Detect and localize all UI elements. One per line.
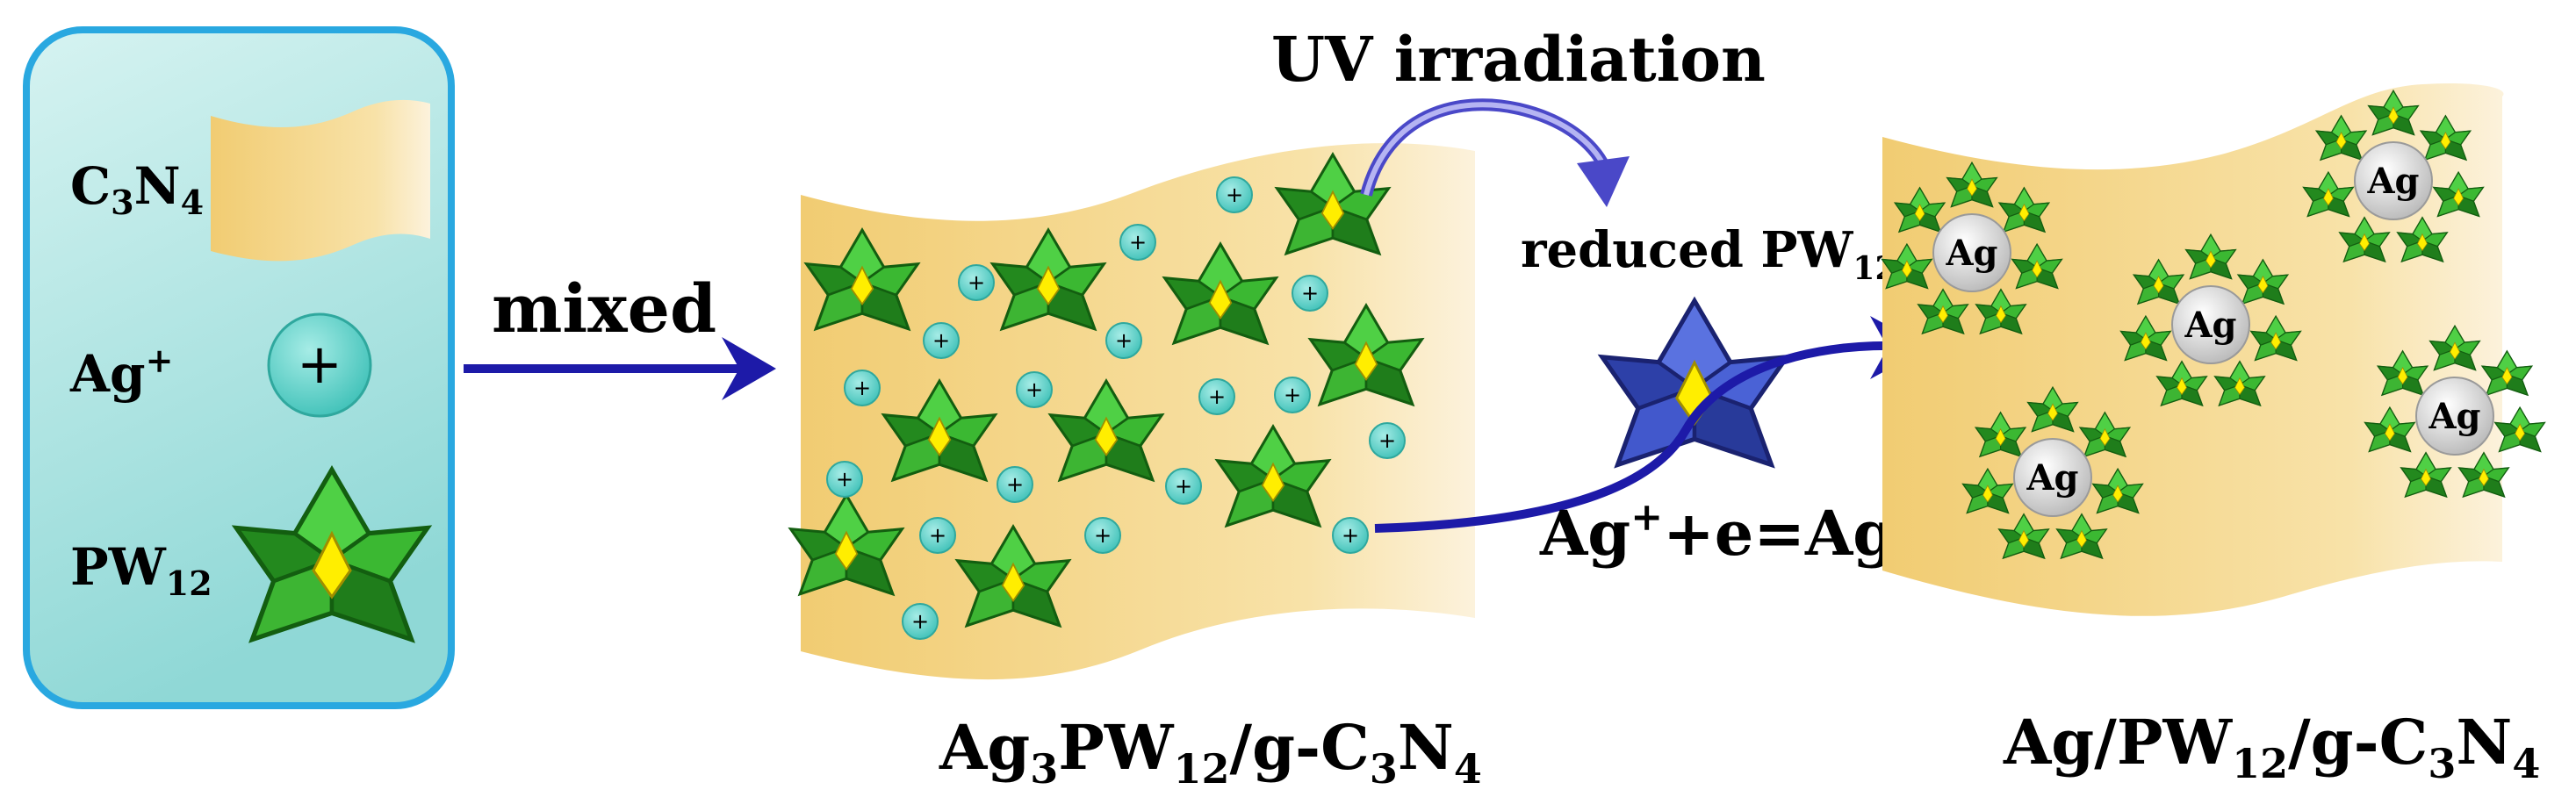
intermediate-product-label: Ag3PW12/g-C3N4 (939, 711, 1482, 793)
intermediate-sheet: + + + + + + + + + + + + + + + + + + (789, 143, 1475, 680)
ag-nanoparticle: Ag (2120, 233, 2301, 406)
ag-ion-plus: + (297, 332, 342, 396)
uv-irradiation-label: UV irradiation (1271, 23, 1766, 96)
ag-ion (958, 264, 995, 301)
ag-ion-plus: + (932, 328, 950, 353)
ag-ion-plus: + (1175, 474, 1192, 499)
ag-ion (1165, 468, 1202, 505)
ag-ion-group: + + + + + + + + + + + + + + + + + + (826, 176, 1406, 640)
reaction-curve-arrow (1374, 341, 1897, 533)
ag-ion (997, 466, 1033, 503)
reduced-pw12-cluster (1603, 301, 1787, 464)
uv-arrowhead (1577, 156, 1630, 207)
ag-core (2415, 377, 2494, 456)
mixed-arrowhead (722, 337, 776, 400)
ag-ion-label: Ag+ (69, 341, 173, 404)
ag-ion-plus: + (836, 467, 853, 492)
ag-ion (1274, 377, 1311, 413)
ag-ion (1198, 378, 1235, 415)
c3n4-label: C3N4 (70, 156, 204, 222)
ag-ion (1216, 176, 1253, 213)
ag-core (2013, 438, 2092, 517)
ag-ion-plus: + (1301, 281, 1319, 305)
ag-ion-plus: + (1006, 472, 1024, 497)
ag-core-label: Ag (2366, 161, 2419, 202)
legend-panel: C3N4 + Ag+ PW12 (23, 26, 455, 709)
intermediate-sheet-shape (801, 143, 1475, 680)
ag-core (1932, 213, 2011, 292)
ag-core-label: Ag (2428, 396, 2480, 437)
ag-ion-icon (267, 312, 372, 418)
ag-ion (1332, 517, 1369, 554)
ag-nanoparticle: Ag (1962, 386, 2143, 559)
ag-core-label: Ag (2026, 457, 2078, 499)
ag-ion-plus: + (968, 270, 985, 295)
pw12-cluster-small (2494, 406, 2545, 453)
ag-nanoparticle: Ag (1882, 162, 2062, 334)
ag-ion (919, 517, 956, 554)
ag-ion (923, 322, 960, 359)
final-product-label: Ag/PW12/g-C3N4 (2003, 706, 2540, 787)
ag-ion (1016, 371, 1053, 408)
ag-ion (1084, 517, 1121, 554)
ag-ion-plus: + (1094, 523, 1112, 548)
ag-ion (1369, 422, 1406, 459)
ag-ion-plus: + (1129, 230, 1147, 255)
ag-ion-plus: + (1226, 183, 1243, 207)
ag-ion-plus: + (1342, 523, 1359, 548)
ag-ion-plus: + (853, 376, 871, 400)
ag-ion (1105, 322, 1142, 359)
ag-ion-plus: + (929, 523, 946, 548)
ag-ion (1292, 275, 1328, 312)
uv-step: UV irradiation reduced PW12 (1271, 23, 1897, 464)
ag-ion (1119, 224, 1156, 261)
uv-curved-arrow-inner (1364, 102, 1609, 196)
ag-nanoparticle: Ag (2364, 325, 2545, 498)
ag-nanoparticle: Ag (2303, 90, 2484, 262)
ag-core (2171, 285, 2250, 364)
reduced-pw12-label: reduced PW12 (1521, 221, 1897, 287)
ag-core-label: Ag (2184, 305, 2236, 346)
ag-ion (844, 370, 881, 406)
pw12-label: PW12 (70, 537, 212, 603)
mixed-label: mixed (492, 269, 716, 348)
ag-ion-plus: + (1025, 377, 1043, 402)
ag-ion-plus: + (1284, 383, 1301, 407)
ag-ion-plus: + (1208, 384, 1226, 409)
ag-ion-plus: + (1378, 428, 1396, 453)
ag-ion-plus: + (911, 609, 929, 634)
mixed-step: mixed (464, 269, 776, 400)
ag-ion (826, 461, 863, 498)
c3n4-sheet-icon (211, 99, 430, 262)
ag-ion-plus: + (1115, 328, 1133, 353)
ag-ion (902, 603, 939, 640)
ag-core (2354, 141, 2433, 220)
ag-core-label: Ag (1945, 233, 1997, 274)
reaction-label: Ag++e=Ag (1539, 495, 1896, 570)
